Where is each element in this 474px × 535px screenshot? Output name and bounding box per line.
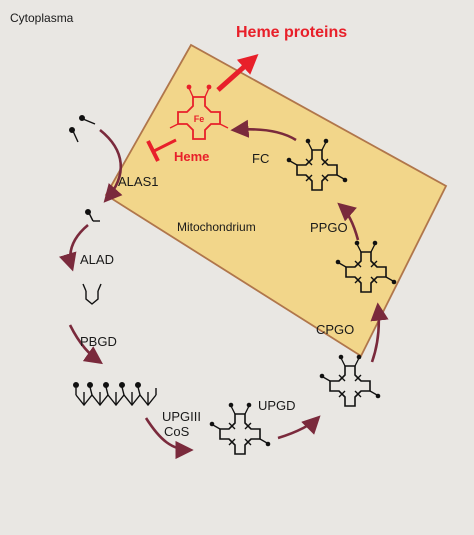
enzyme-upgiii: UPGIII xyxy=(162,409,201,424)
coproporphyrinogen-molecule xyxy=(318,353,382,407)
arrow-pbg-to-hmb xyxy=(68,324,103,365)
heme-feedback-inhibition xyxy=(146,138,177,162)
arrow-proto-to-heme xyxy=(230,119,297,142)
enzyme-pbgd: PBGD xyxy=(80,334,117,349)
arrow-copro-to-protogen xyxy=(370,302,389,363)
arrow-uro-to-copro xyxy=(277,415,321,440)
substrate-molecules xyxy=(68,114,96,143)
heme-proteins-label: Heme proteins xyxy=(236,24,347,41)
mitochondrium-compartment xyxy=(104,43,448,358)
iron-label: Fe xyxy=(194,114,205,124)
heme-label: Heme xyxy=(174,149,209,164)
enzyme-ppgo: PPGO xyxy=(310,220,348,235)
arrow-substrates-to-ala xyxy=(99,128,123,203)
arrow-ala-to-pbg xyxy=(59,224,89,272)
heme-proteins-arrow xyxy=(216,54,259,92)
pathway-arrows xyxy=(59,119,389,460)
arrow-hmb-to-uro xyxy=(144,417,194,460)
enzyme-upgd: UPGD xyxy=(258,398,296,413)
hmb-molecule xyxy=(72,382,157,407)
enzyme-alas1: ALAS1 xyxy=(118,174,158,189)
enzyme-cos: CoS xyxy=(164,424,190,439)
arrow-protogen-to-proto xyxy=(337,202,360,241)
enzyme-cpgo: CPGO xyxy=(316,322,354,337)
enzyme-fc: FC xyxy=(252,151,269,166)
mitochondrium-label: Mitochondrium xyxy=(177,220,256,234)
enzyme-alad: ALAD xyxy=(80,252,114,267)
pbg-molecule xyxy=(82,283,102,305)
heme-molecule: Fe xyxy=(169,84,229,140)
ala-molecule xyxy=(84,208,100,222)
cytoplasm-label: Cytoplasma xyxy=(10,11,74,25)
